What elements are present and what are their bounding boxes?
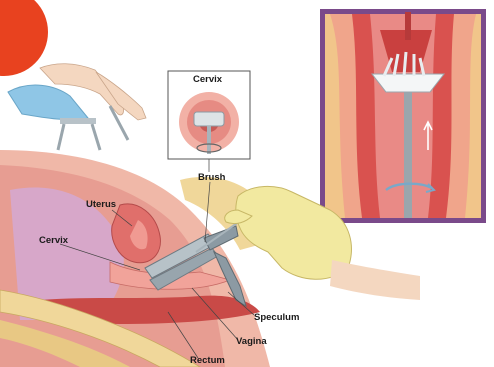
- endocervical-inset: [320, 9, 486, 223]
- patient-figure: [8, 64, 146, 150]
- speculum-label: Speculum: [254, 312, 299, 323]
- vagina-label: Vagina: [236, 336, 267, 347]
- accent-badge: [0, 0, 48, 76]
- rectum-label: Rectum: [190, 355, 225, 366]
- pelvic-cross-section: [0, 150, 270, 367]
- cervix-inset-title: Cervix: [193, 74, 222, 85]
- cervix-label: Cervix: [39, 235, 68, 246]
- uterus-label: Uterus: [86, 199, 116, 210]
- brush-label: Brush: [198, 172, 225, 183]
